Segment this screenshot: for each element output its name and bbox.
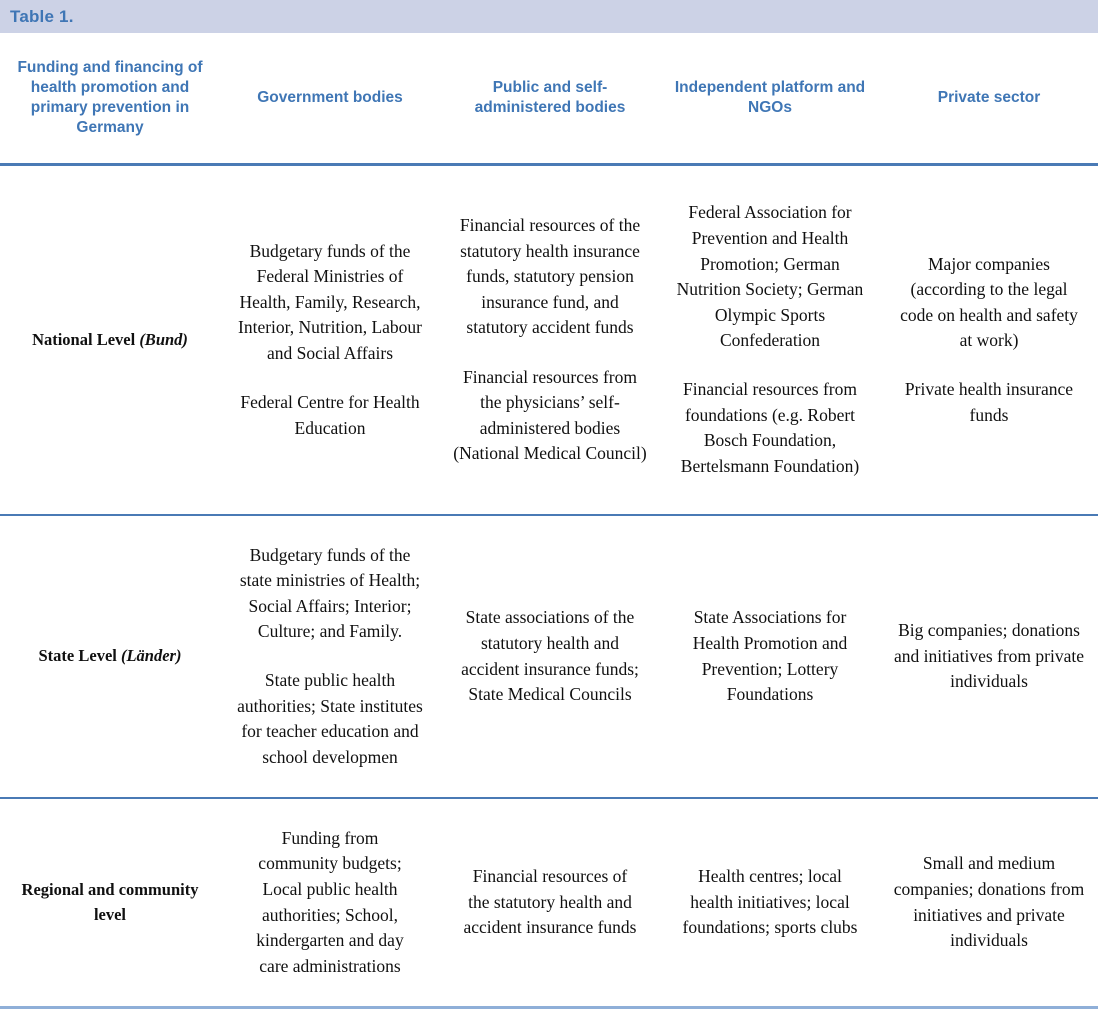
- cell-paragraph: Small and medium companies; donations fr…: [893, 853, 1085, 951]
- cell-state-public-self-administered: State associations of the statutory heal…: [440, 605, 660, 707]
- cell-national-independent-ngos: Federal Association for Prevention and H…: [660, 200, 880, 479]
- cell-national-public-self-administered: Financial resources of the statutory hea…: [440, 213, 660, 467]
- cell-paragraph: Health centres; local health initiatives…: [682, 866, 858, 938]
- cell-paragraph: State Associations for Health Promotion …: [692, 607, 848, 705]
- table-title-bar: Table 1.: [0, 0, 1098, 33]
- row-header-main-text: State Level: [38, 646, 121, 666]
- cell-paragraph: Major companies (according to the legal …: [900, 253, 1078, 351]
- table-title-label: Table 1.: [10, 6, 74, 26]
- cell-regional-public-self-administered: Financial resources of the statutory hea…: [440, 864, 660, 941]
- cell-national-government-bodies: Budgetary funds of the Federal Ministrie…: [220, 239, 440, 441]
- cell-paragraph: Federal Association for Prevention and H…: [676, 202, 864, 351]
- column-header-corner: Funding and financing of health promotio…: [17, 59, 203, 136]
- row-header-main-text: Regional and community level: [21, 880, 199, 924]
- row-header-emphasis-text: (Länder): [120, 646, 182, 666]
- row-header-main-text: National Level: [32, 329, 140, 349]
- cell-paragraph: Budgetary funds of the state ministries …: [239, 544, 421, 642]
- table-row: Regional and community level Funding fro…: [0, 799, 1098, 1009]
- row-header-regional-community-level: Regional and community level: [0, 878, 220, 926]
- table-header-row: Funding and financing of health promotio…: [0, 33, 1098, 166]
- column-header-public-self-administered-bodies: Public and self-administered bodies: [474, 79, 626, 116]
- cell-regional-government-bodies: Funding from community budgets; Local pu…: [220, 826, 440, 979]
- column-header-independent-platform-ngos: Independent platform and NGOs: [674, 79, 866, 116]
- row-header-national-level: National Level (Bund): [0, 328, 220, 352]
- cell-paragraph: Financial resources from foundations (e.…: [680, 379, 860, 476]
- cell-state-government-bodies: Budgetary funds of the state ministries …: [220, 543, 440, 771]
- cell-paragraph: Big companies; donations and initiatives…: [893, 620, 1084, 692]
- table-row: State Level (Länder) Budgetary funds of …: [0, 516, 1098, 799]
- cell-paragraph: Private health insurance funds: [904, 379, 1074, 425]
- cell-regional-private-sector: Small and medium companies; donations fr…: [880, 851, 1098, 953]
- cell-paragraph: Budgetary funds of the Federal Ministrie…: [238, 240, 422, 363]
- column-header-private-sector: Private sector: [937, 89, 1041, 107]
- cell-paragraph: Financial resources from the physicians’…: [453, 366, 647, 464]
- cell-state-independent-ngos: State Associations for Health Promotion …: [660, 605, 880, 707]
- cell-paragraph: State associations of the statutory heal…: [461, 607, 639, 705]
- cell-paragraph: Financial resources of the statutory hea…: [459, 215, 641, 338]
- row-header-state-level: State Level (Länder): [0, 644, 220, 668]
- cell-national-private-sector: Major companies (according to the legal …: [880, 252, 1098, 429]
- cell-paragraph: Financial resources of the statutory hea…: [463, 866, 637, 938]
- cell-paragraph: State public health authorities; State i…: [237, 670, 423, 767]
- cell-regional-independent-ngos: Health centres; local health initiatives…: [660, 864, 880, 941]
- cell-paragraph: Federal Centre for Health Education: [240, 392, 420, 438]
- cell-state-private-sector: Big companies; donations and initiatives…: [880, 618, 1098, 695]
- row-header-emphasis-text: (Bund): [139, 329, 188, 349]
- cell-paragraph: Funding from community budgets; Local pu…: [256, 827, 404, 976]
- table-row: National Level (Bund) Budgetary funds of…: [0, 166, 1098, 516]
- column-header-government-bodies: Government bodies: [257, 89, 403, 107]
